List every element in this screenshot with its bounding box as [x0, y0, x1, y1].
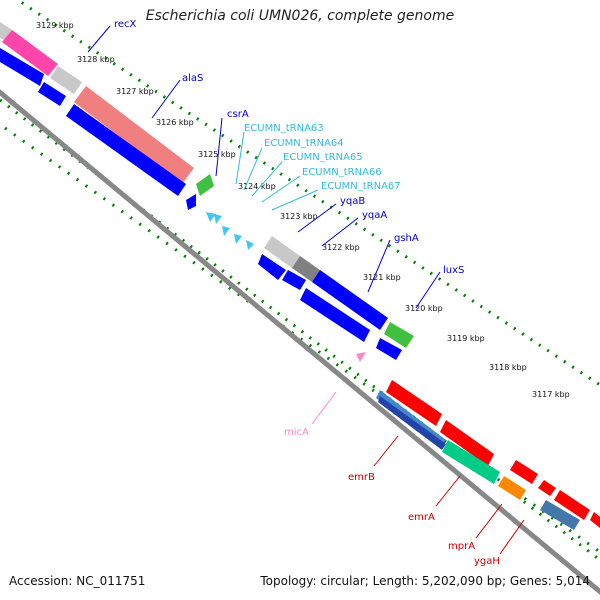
feature-gray-4 — [292, 256, 320, 282]
scale-labels: 3129 kbp 3128 kbp 3127 kbp 3126 kbp 3125… — [36, 21, 570, 399]
feature-luxS — [384, 322, 414, 348]
leader-line — [499, 519, 525, 555]
gene-label: ygaH — [474, 556, 500, 567]
gene-label: yqaB — [340, 196, 365, 207]
leader-line — [311, 391, 337, 425]
kbp-label: 3124 kbp — [238, 182, 276, 191]
feature-cds-2 — [38, 82, 66, 106]
leader-line — [475, 503, 503, 539]
feature-gray-3 — [264, 236, 300, 268]
kbp-label: 3121 kbp — [363, 273, 401, 282]
feature-mprA-red — [510, 460, 538, 484]
gene-label: luxS — [443, 265, 464, 276]
gene-label: ECUMN_tRNA64 — [264, 138, 344, 149]
feature-csrA — [196, 174, 214, 196]
leader-line — [321, 217, 359, 247]
kbp-label: 3122 kbp — [322, 243, 360, 252]
gene-label: ECUMN_tRNA67 — [321, 181, 401, 192]
kbp-label: 3118 kbp — [489, 363, 527, 372]
gene-label: ECUMN_tRNA63 — [244, 123, 324, 134]
leader-line — [415, 271, 441, 309]
gene-label: mprA — [448, 541, 475, 552]
leader-line — [235, 131, 245, 185]
genome-summary-text: Topology: circular; Length: 5,202,090 bp… — [260, 574, 590, 588]
map-title: Escherichia coli UMN026, complete genome — [145, 8, 455, 24]
feature-emrB-dark — [378, 396, 446, 450]
kbp-label: 3117 kbp — [532, 390, 570, 399]
feature-ygaH-red — [554, 490, 590, 520]
gene-label: emrA — [408, 512, 435, 523]
feature-yqaA — [282, 270, 306, 290]
feature-small-cds-2 — [376, 338, 402, 360]
outer-dot-track — [15, 0, 600, 387]
accession-text: Accession: NC_011751 — [9, 574, 146, 588]
leader-line — [215, 117, 223, 177]
gene-label: ECUMN_tRNA65 — [283, 152, 363, 163]
forward-features — [0, 22, 414, 360]
leader-line — [373, 435, 399, 467]
feature-gray-1 — [0, 22, 12, 40]
feature-red-1 — [386, 380, 442, 426]
kbp-label: 3119 kbp — [447, 334, 485, 343]
feature-mprA — [498, 476, 526, 500]
upper-gene-labels: recX alaS csrA ECUMN_tRNA63 ECUMN_tRNA64… — [87, 19, 464, 309]
kbp-label: 3120 kbp — [405, 304, 443, 313]
feature-recX-region — [2, 30, 58, 76]
trna-67 — [246, 240, 254, 250]
gene-label: micA — [284, 427, 309, 438]
feature-alaS-pink — [74, 86, 194, 184]
kbp-label: 3123 kbp — [280, 212, 318, 221]
leader-line — [271, 189, 319, 211]
trna-66 — [234, 234, 242, 244]
reverse-features — [356, 352, 600, 530]
gene-label: alaS — [182, 73, 203, 84]
leader-line — [87, 25, 111, 53]
feature-cds-1 — [0, 48, 44, 86]
kbp-label: 3127 kbp — [116, 87, 154, 96]
feature-emrB — [440, 420, 494, 466]
leader-line — [251, 161, 283, 197]
feature-micA — [356, 352, 366, 362]
trna-63 — [206, 212, 216, 222]
feature-emrA — [442, 440, 500, 484]
feature-gray-2 — [50, 66, 82, 94]
leader-line — [367, 239, 391, 293]
feature-small-red — [538, 480, 556, 496]
lower-gene-labels: micA emrB emrA mprA ygaH — [284, 391, 525, 567]
feature-small-cds — [186, 194, 196, 210]
gene-label: csrA — [227, 109, 249, 120]
kbp-label: 3129 kbp — [36, 21, 74, 30]
kbp-label: 3128 kbp — [77, 55, 115, 64]
inner-dot-track-2 — [4, 126, 600, 554]
gene-label: recX — [114, 19, 137, 30]
feature-gshA — [312, 270, 388, 330]
kbp-label: 3126 kbp — [156, 118, 194, 127]
leader-line — [243, 147, 263, 191]
gene-label: gshA — [394, 233, 419, 244]
leader-line — [297, 203, 337, 233]
gene-label: yqaA — [362, 210, 387, 221]
feature-alaS — [66, 104, 186, 196]
genome-backbone — [0, 89, 600, 595]
kbp-label: 3125 kbp — [198, 150, 236, 159]
feature-edge-red — [590, 512, 600, 528]
feature-ygaH — [540, 500, 580, 530]
gene-label: emrB — [348, 472, 375, 483]
leader-line — [261, 175, 301, 203]
leader-line — [151, 79, 181, 119]
gene-label: ECUMN_tRNA66 — [302, 167, 382, 178]
trna-65 — [222, 226, 230, 236]
feature-yqaB — [258, 254, 286, 280]
trna-64 — [214, 214, 222, 224]
feature-gshA-2 — [300, 288, 370, 342]
leader-line — [435, 475, 461, 507]
